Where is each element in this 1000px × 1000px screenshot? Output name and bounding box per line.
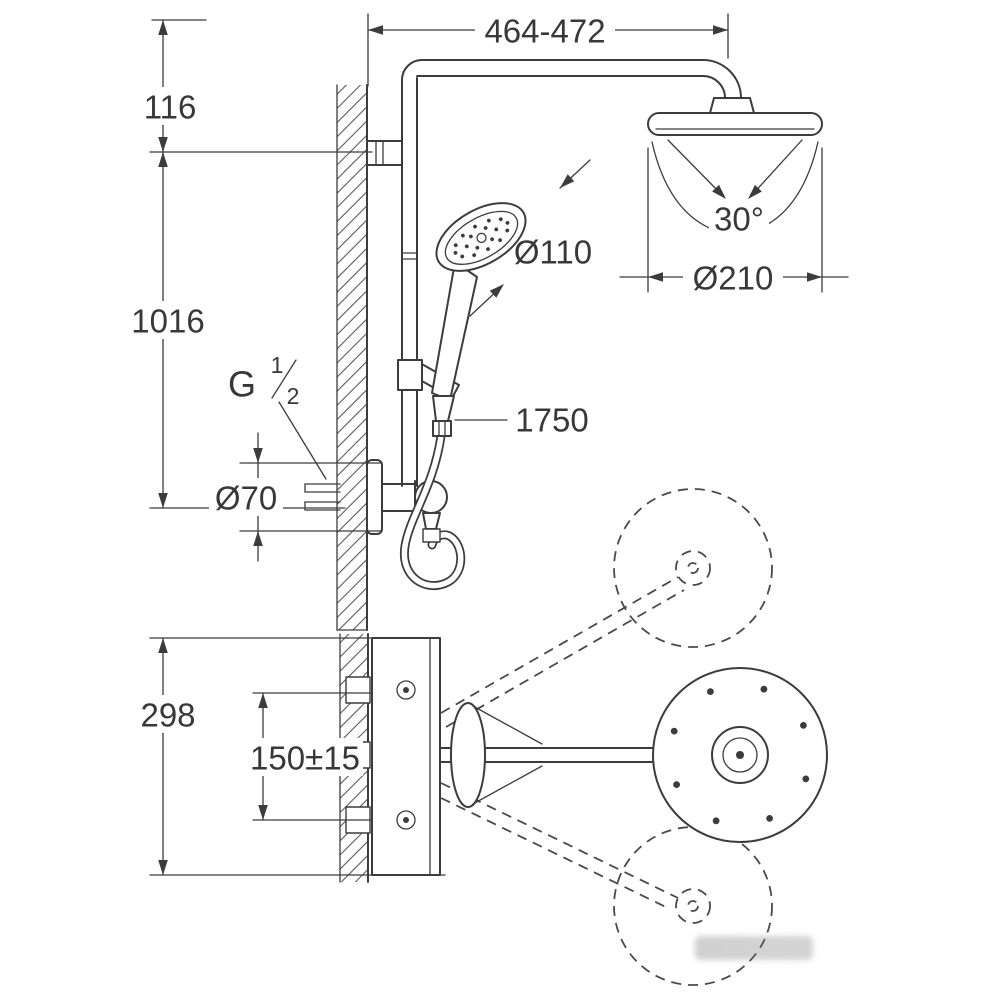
- mounting-plate: [345, 637, 441, 876]
- dim-head-shower-diameter: Ø210: [619, 147, 849, 297]
- hose-nut-valve: [422, 528, 441, 543]
- dim-label-column-height: 1016: [131, 303, 204, 340]
- shower-hose: [399, 431, 466, 591]
- dim-label-hose-length: 1750: [515, 402, 588, 439]
- wall-bracket: [366, 140, 403, 166]
- dim-label-hand-shower-diameter: Ø110: [514, 234, 592, 271]
- dim-label-escutcheon-diameter: Ø70: [215, 480, 277, 517]
- dim-label-top-offset: 116: [144, 89, 197, 126]
- dim-swivel-angle: 30°: [709, 201, 769, 238]
- dim-plate-height: 298: [134, 637, 446, 876]
- dim-label-connection-spacing: 150±15: [250, 740, 360, 777]
- thread-numerator: 1: [271, 352, 284, 378]
- dim-label-plate-height: 298: [140, 697, 195, 734]
- dim-top-offset: 116: [136, 19, 373, 153]
- thread-denominator: 2: [287, 383, 300, 409]
- head-shower: [647, 97, 823, 136]
- head-shower-plan: [652, 667, 828, 843]
- thread-prefix: G: [228, 364, 256, 405]
- swivel-position-top: [440, 488, 773, 728]
- dim-hose-length: 1750: [454, 402, 589, 439]
- dim-connection-spacing: 150±15: [247, 692, 373, 821]
- wall-section-elevation: [336, 84, 368, 631]
- dim-label-top-width: 464-472: [484, 13, 605, 50]
- dim-hand-shower-diameter: Ø110: [469, 159, 592, 317]
- dim-column-height: 1016: [125, 151, 346, 509]
- swivel-position-bottom: [440, 782, 773, 986]
- hand-shower: [431, 202, 527, 437]
- dim-label-swivel-angle: 30°: [714, 201, 764, 238]
- dim-escutcheon-diameter: Ø70: [209, 432, 383, 562]
- dim-top-width: 464-472: [367, 11, 729, 87]
- supply-connections: [304, 483, 341, 511]
- thread-designation: G 1 2: [228, 352, 327, 480]
- watermark: [695, 936, 813, 960]
- dim-label-head-shower-diameter: Ø210: [693, 260, 774, 297]
